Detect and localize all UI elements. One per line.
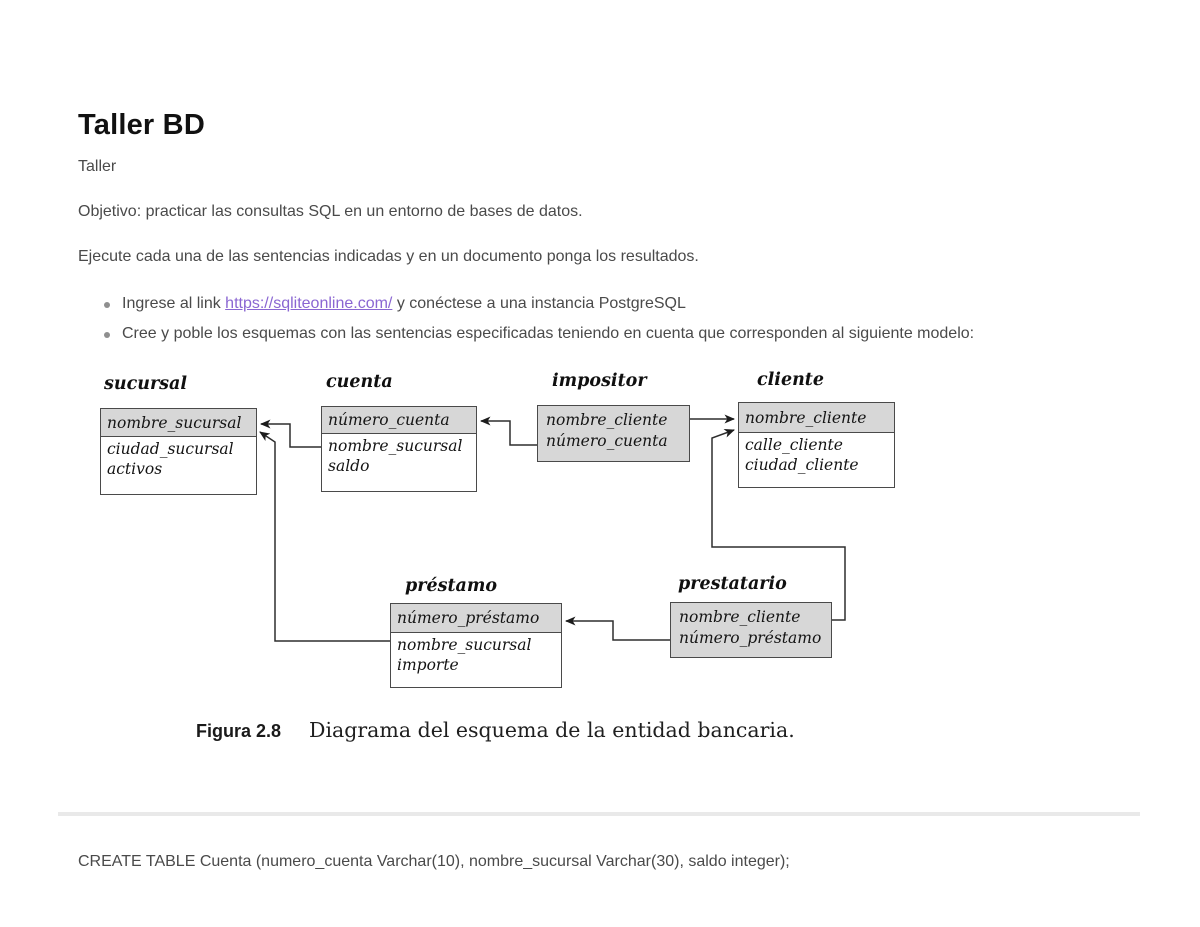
entity-table-prestatario: nombre_cliente número_préstamo bbox=[670, 602, 832, 658]
attribute-rows: ciudad_sucursal activos bbox=[101, 437, 256, 479]
page-title: Taller BD bbox=[78, 109, 205, 142]
horizontal-divider bbox=[58, 812, 1140, 816]
figure-caption-text: Diagrama del esquema de la entidad banca… bbox=[309, 718, 795, 742]
bullet-icon bbox=[104, 302, 110, 308]
key-attribute-rows: nombre_cliente número_préstamo bbox=[671, 603, 831, 657]
list-item-text: Ingrese al link https://sqliteonline.com… bbox=[122, 295, 686, 313]
attribute-rows: calle_cliente ciudad_cliente bbox=[739, 433, 894, 475]
connector-prestatario-prestamo bbox=[565, 616, 670, 641]
attribute-row: nombre_cliente bbox=[679, 608, 801, 626]
entity-label-cuenta: cuenta bbox=[326, 372, 393, 392]
attribute-row: nombre_cliente bbox=[546, 411, 668, 429]
key-attribute-row: número_préstamo bbox=[391, 604, 561, 633]
entity-label-cliente: cliente bbox=[757, 370, 825, 390]
list-item-text-pre: Ingrese al link bbox=[122, 295, 226, 312]
entity-label-prestatario: prestatario bbox=[678, 574, 787, 594]
attribute-row: ciudad_cliente bbox=[745, 456, 859, 474]
figure-caption-label: Figura 2.8 bbox=[196, 721, 282, 741]
entity-label-sucursal: sucursal bbox=[104, 374, 188, 394]
entity-table-prestamo: número_préstamo nombre_sucursal importe bbox=[390, 603, 562, 688]
entity-label-impositor: impositor bbox=[552, 371, 647, 391]
paragraph-subtitle: Taller bbox=[78, 158, 117, 175]
attribute-row: ciudad_sucursal bbox=[107, 440, 234, 458]
sqliteonline-link[interactable]: https://sqliteonline.com/ bbox=[225, 295, 393, 312]
key-attribute-row: nombre_cliente bbox=[739, 403, 894, 433]
key-attribute-row: nombre_sucursal bbox=[101, 409, 256, 437]
attribute-rows: nombre_sucursal importe bbox=[391, 633, 561, 675]
attribute-row: activos bbox=[107, 460, 163, 478]
figure-caption: Figura 2.8 Diagrama del esquema de la en… bbox=[196, 718, 795, 742]
list-item-text: Cree y poble los esquemas con las senten… bbox=[122, 325, 975, 342]
paragraph-instruction: Ejecute cada una de las sentencias indic… bbox=[78, 248, 699, 265]
entity-label-prestamo: préstamo bbox=[405, 576, 498, 596]
attribute-rows: nombre_sucursal saldo bbox=[322, 434, 476, 476]
attribute-row: nombre_sucursal bbox=[397, 636, 532, 654]
sql-create-table-line: CREATE TABLE Cuenta (numero_cuenta Varch… bbox=[78, 853, 790, 870]
list-item: Ingrese al link https://sqliteonline.com… bbox=[104, 295, 686, 313]
entity-table-cliente: nombre_cliente calle_cliente ciudad_clie… bbox=[738, 402, 895, 488]
connector-impositor-cuenta bbox=[480, 416, 537, 446]
bullet-icon bbox=[104, 332, 110, 338]
attribute-row: nombre_sucursal bbox=[328, 437, 463, 455]
attribute-row: calle_cliente bbox=[745, 436, 843, 454]
list-item-text-post: y conéctese a una instancia PostgreSQL bbox=[392, 295, 686, 312]
entity-table-sucursal: nombre_sucursal ciudad_sucursal activos bbox=[100, 408, 257, 495]
attribute-row: número_cuenta bbox=[546, 432, 668, 450]
entity-table-impositor: nombre_cliente número_cuenta bbox=[537, 405, 690, 462]
entity-table-cuenta: número_cuenta nombre_sucursal saldo bbox=[321, 406, 477, 492]
key-attribute-rows: nombre_cliente número_cuenta bbox=[538, 406, 689, 461]
key-attribute-row: número_cuenta bbox=[322, 407, 476, 434]
list-item: Cree y poble los esquemas con las senten… bbox=[104, 325, 974, 343]
connector-cuenta-sucursal bbox=[260, 419, 321, 448]
attribute-row: importe bbox=[397, 656, 459, 674]
attribute-row: número_préstamo bbox=[679, 629, 822, 647]
paragraph-objective: Objetivo: practicar las consultas SQL en… bbox=[78, 203, 583, 220]
attribute-row: saldo bbox=[328, 457, 370, 475]
